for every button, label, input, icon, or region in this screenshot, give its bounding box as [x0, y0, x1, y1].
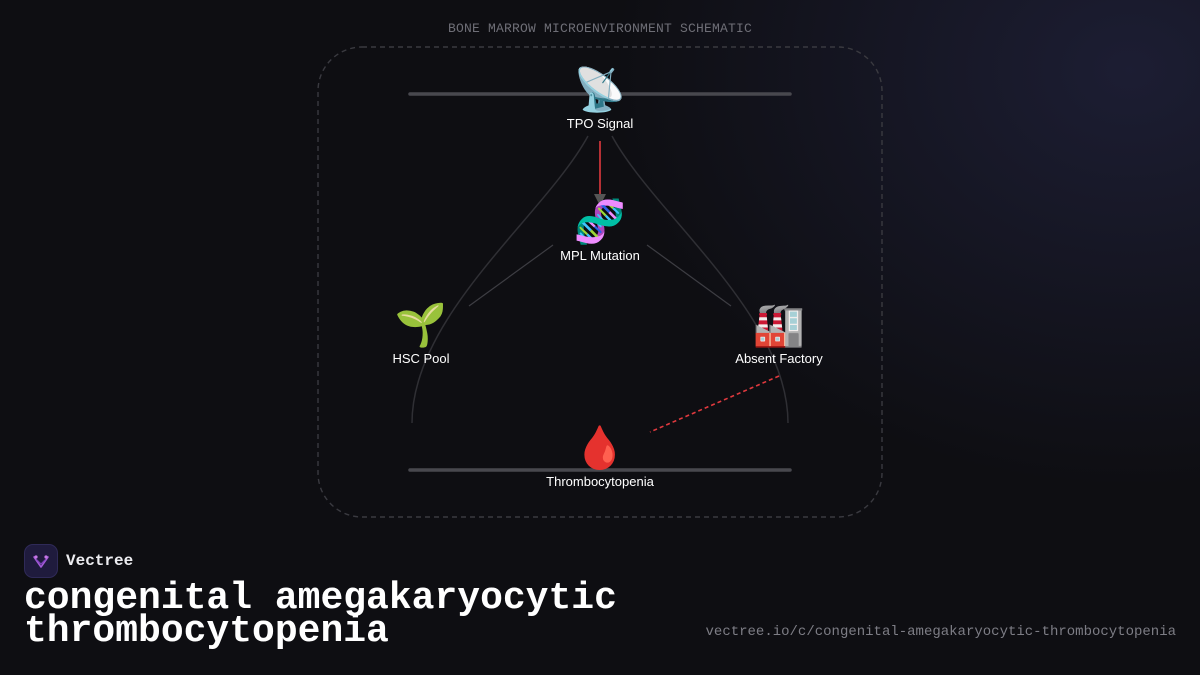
node-thrombocytopenia: 🩸 Thrombocytopenia — [500, 423, 700, 490]
hsc-pool-label: HSC Pool — [392, 351, 450, 366]
node-hsc-pool: 🌱 HSC Pool — [321, 300, 521, 367]
diagram-frame — [317, 46, 883, 518]
absent-factory-label: Absent Factory — [735, 351, 823, 366]
brand[interactable]: Vectree — [24, 544, 133, 578]
factory-to-thrombocytopenia-dashed — [649, 375, 780, 433]
vectree-logo-icon — [24, 544, 58, 578]
left-curve-connector — [411, 135, 589, 424]
tpo-signal-label: TPO Signal — [566, 116, 634, 131]
satellite-dish-icon: 📡 — [573, 65, 627, 114]
page-title: congenital amegakaryocytic thrombocytope… — [24, 577, 617, 653]
seedling-icon: 🌱 — [394, 300, 448, 349]
mpl-to-hsc-connector — [468, 244, 554, 307]
mpl-to-factory-connector — [646, 244, 732, 307]
dna-icon: 🧬 — [573, 197, 627, 246]
factory-icon: 🏭 — [752, 300, 806, 349]
node-tpo-signal: 📡 TPO Signal — [500, 65, 700, 132]
node-absent-factory: 🏭 Absent Factory — [679, 300, 879, 367]
page-url-link[interactable]: vectree.io/c/congenital-amegakaryocytic-… — [705, 624, 1176, 640]
schematic-heading: BONE MARROW MICROENVIRONMENT SCHEMATIC — [447, 21, 753, 36]
mpl-mutation-label: MPL Mutation — [560, 248, 640, 263]
right-curve-connector — [611, 135, 789, 424]
brand-name: Vectree — [66, 552, 134, 570]
blood-drop-icon: 🩸 — [573, 423, 627, 472]
node-mpl-mutation: 🧬 MPL Mutation — [500, 197, 700, 264]
thrombocytopenia-label: Thrombocytopenia — [546, 474, 654, 489]
